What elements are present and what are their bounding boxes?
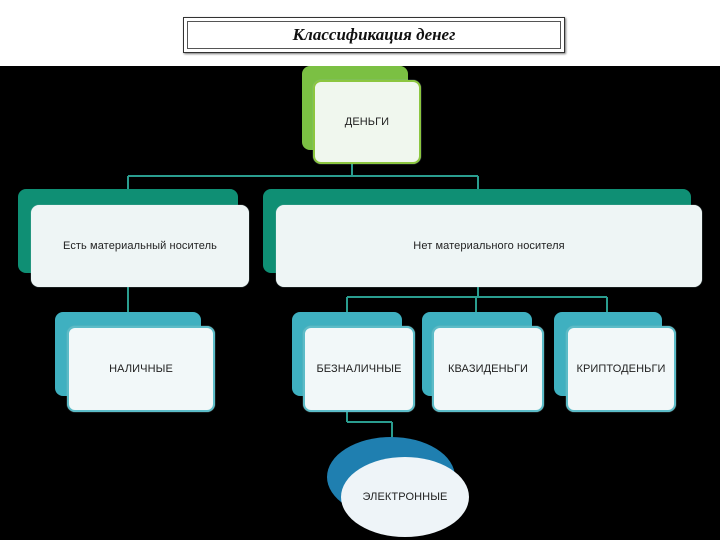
root-node-label: ДЕНЬГИ: [344, 116, 390, 128]
electronic-node: ЭЛЕКТРОННЫЕ: [341, 457, 469, 537]
cash-node: НАЛИЧНЫЕ: [67, 326, 215, 412]
page-title: Классификация денег: [292, 25, 456, 44]
material-node: Есть материальный носитель: [31, 205, 249, 287]
electronic-node-label: ЭЛЕКТРОННЫЕ: [362, 491, 448, 503]
title-box: Классификация денег: [183, 17, 565, 53]
quasi-node: КВАЗИДЕНЬГИ: [432, 326, 544, 412]
noncash-node: БЕЗНАЛИЧНЫЕ: [303, 326, 415, 412]
quasi-node-label: КВАЗИДЕНЬГИ: [447, 363, 529, 375]
crypto-node-label: КРИПТОДЕНЬГИ: [576, 363, 666, 375]
cash-node-label: НАЛИЧНЫЕ: [109, 363, 173, 375]
nonmaterial-node: Нет материального носителя: [276, 205, 702, 287]
nonmaterial-node-label: Нет материального носителя: [413, 240, 565, 252]
noncash-node-label: БЕЗНАЛИЧНЫЕ: [316, 363, 402, 375]
title-inner-frame: Классификация денег: [187, 21, 561, 49]
material-node-label: Есть материальный носитель: [63, 240, 217, 252]
crypto-node: КРИПТОДЕНЬГИ: [566, 326, 676, 412]
root-node: ДЕНЬГИ: [313, 80, 421, 164]
